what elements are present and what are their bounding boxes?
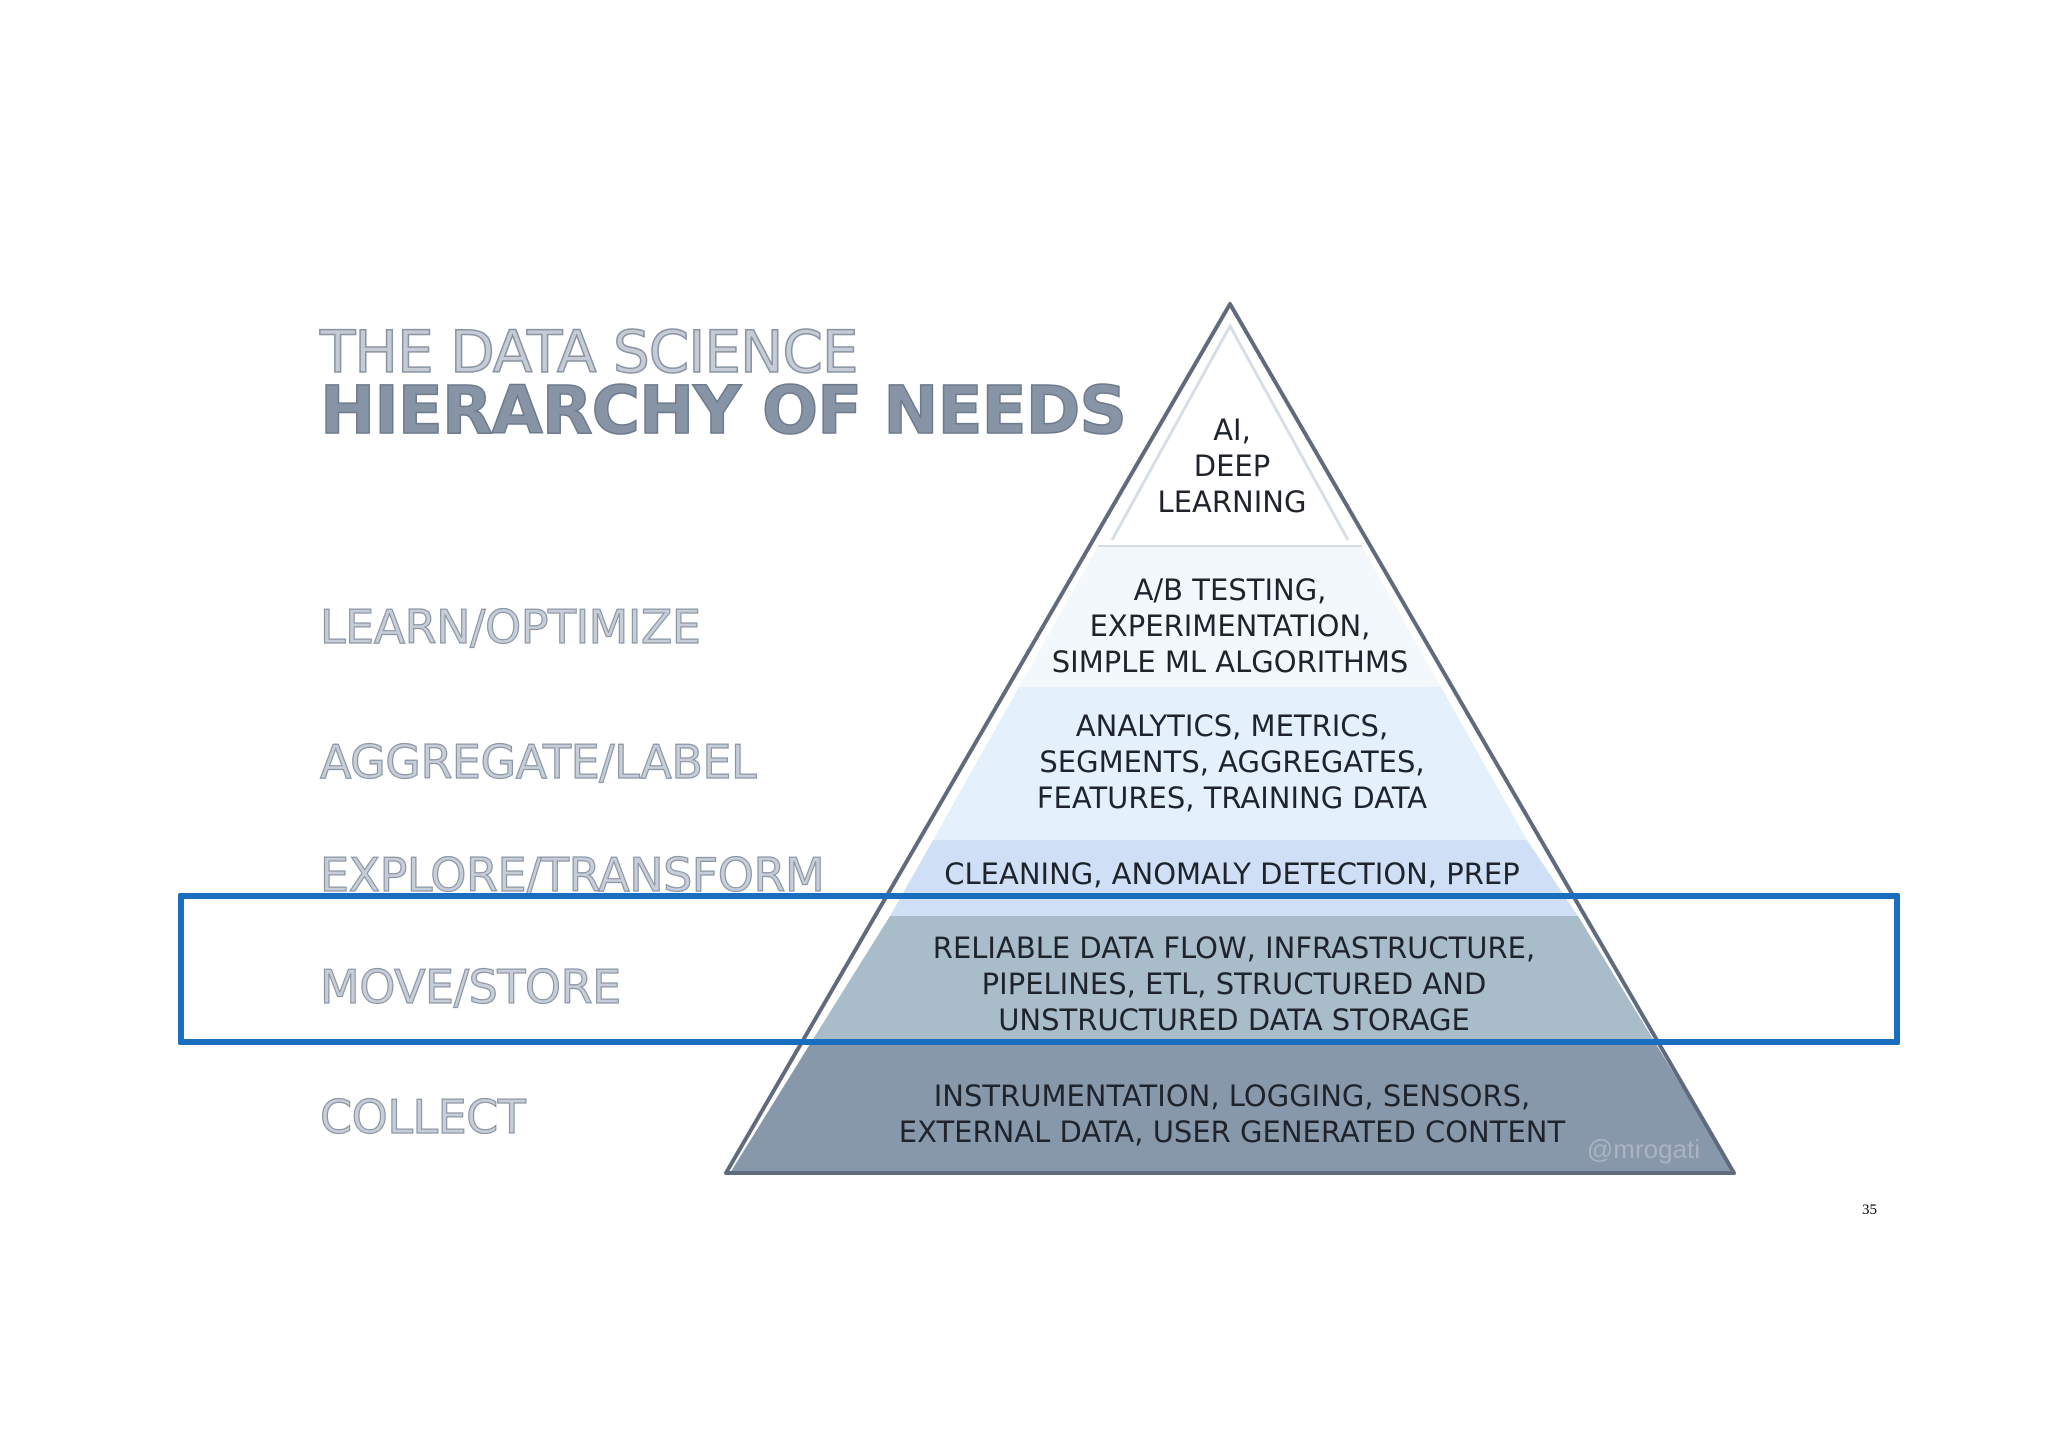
tier-6-line-2: EXTERNAL DATA, USER GENERATED CONTENT	[899, 1115, 1566, 1149]
tier-3-line-1: ANALYTICS, METRICS,	[1076, 709, 1388, 743]
tier-1-line-2: DEEP	[1194, 449, 1270, 483]
level-label-learn-optimize: LEARN/OPTIMIZE	[319, 599, 701, 654]
tier-4-line-1: CLEANING, ANOMALY DETECTION, PREP	[944, 857, 1519, 891]
move-store-highlight-box	[178, 893, 1900, 1045]
tier-3-line-2: SEGMENTS, AGGREGATES,	[1039, 745, 1424, 779]
tier-3-shape	[933, 687, 1527, 840]
tier-5-line-3: UNSTRUCTURED DATA STORAGE	[998, 1003, 1470, 1037]
tier-5-shape	[810, 916, 1656, 1044]
level-label-collect: COLLECT	[319, 1089, 526, 1144]
title-line-2: HIERARCHY OF NEEDS	[319, 371, 1127, 450]
tier-1-shape	[1098, 310, 1362, 546]
title-line-1: THE DATA SCIENCE	[319, 317, 859, 387]
tier-2-line-2: EXPERIMENTATION,	[1090, 609, 1371, 643]
tier-2-shape	[1019, 546, 1441, 687]
level-label-aggregate-label: AGGREGATE/LABEL	[319, 734, 757, 789]
tier-1-line-3: LEARNING	[1158, 485, 1307, 519]
watermark-text: @mrogati	[1587, 1134, 1700, 1164]
tier-6-shape	[730, 1044, 1734, 1173]
page-number: 35	[1862, 1202, 1877, 1218]
tier-1-line-1: AI,	[1213, 413, 1251, 447]
level-label-move-store: MOVE/STORE	[319, 959, 621, 1014]
tier-5-line-2: PIPELINES, ETL, STRUCTURED AND	[982, 967, 1487, 1001]
pyramid-outline	[724, 302, 1736, 1175]
tier-6-line-1: INSTRUMENTATION, LOGGING, SENSORS,	[934, 1079, 1531, 1113]
apex-inner-line	[1110, 322, 1350, 541]
tier-2-line-1: A/B TESTING,	[1134, 573, 1327, 607]
tier-5-line-1: RELIABLE DATA FLOW, INFRASTRUCTURE,	[933, 931, 1535, 965]
tier-2-line-3: SIMPLE ML ALGORITHMS	[1052, 645, 1409, 679]
tier-3-line-3: FEATURES, TRAINING DATA	[1037, 781, 1427, 815]
